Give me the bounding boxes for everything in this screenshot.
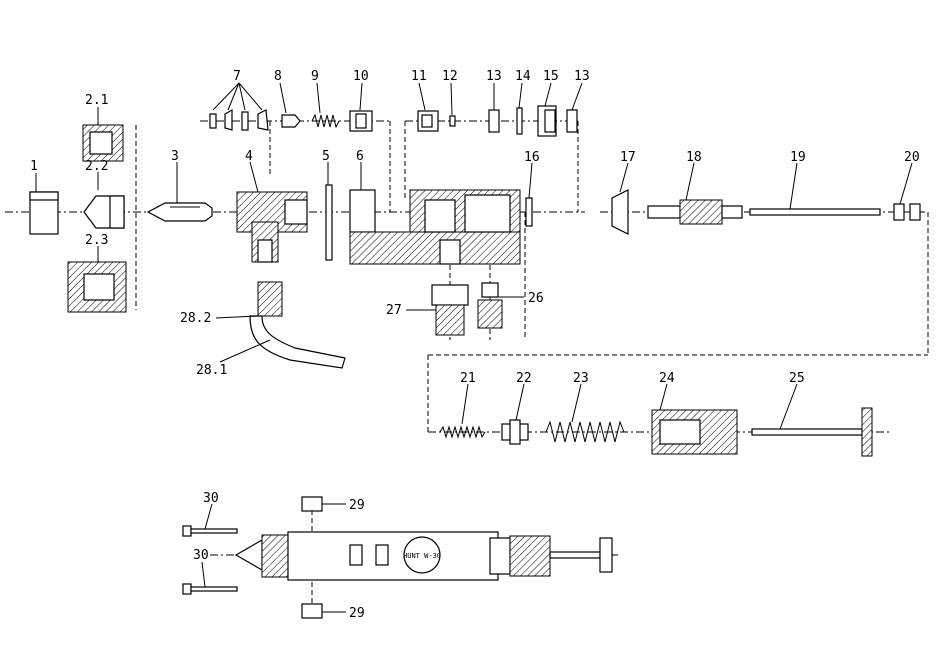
- label-2-3: 2.3: [85, 233, 108, 248]
- part-4-body: [237, 192, 307, 262]
- label-2-1: 2.1: [85, 93, 108, 108]
- label-9: 9: [311, 69, 319, 84]
- label-14: 14: [515, 69, 531, 84]
- label-29b: 29: [349, 606, 365, 621]
- label-17: 17: [620, 150, 636, 165]
- label-4: 4: [245, 149, 253, 164]
- label-3: 3: [171, 149, 179, 164]
- part-5-washer: [326, 185, 332, 260]
- part-3-needle: [148, 203, 212, 221]
- label-23: 23: [573, 371, 589, 386]
- part-12-ring: [450, 116, 455, 126]
- label-13a: 13: [486, 69, 502, 84]
- part-27-valve: [432, 285, 468, 335]
- label-7: 7: [233, 69, 241, 84]
- part-16-washer: [526, 198, 532, 226]
- label-30a: 30: [203, 491, 219, 506]
- label-13b: 13: [574, 69, 590, 84]
- part-13a-ring: [489, 110, 499, 132]
- label-18: 18: [686, 150, 702, 165]
- label-29a: 29: [349, 498, 365, 513]
- part-2-2-nozzle: [84, 196, 124, 228]
- label-26: 26: [528, 291, 544, 306]
- part-18-shaft: [648, 200, 742, 224]
- part-2-1-nozzle: [83, 125, 123, 161]
- part-10-fitting: [350, 111, 372, 131]
- label-25: 25: [789, 371, 805, 386]
- label-11: 11: [411, 69, 427, 84]
- part-28-hose: [250, 282, 345, 368]
- tool-engraving: HUNT W-30: [403, 552, 441, 560]
- part-15-cap: [538, 106, 556, 136]
- label-12: 12: [442, 69, 458, 84]
- part-13b-ring: [567, 110, 577, 132]
- label-2-2: 2.2: [85, 159, 108, 174]
- label-28-2: 28.2: [180, 311, 211, 326]
- label-6: 6: [356, 149, 364, 164]
- part-6-main-body: [350, 190, 520, 264]
- part-1-cap: [30, 192, 58, 234]
- part-7-seals: [210, 110, 268, 130]
- part-30-bolts: [183, 526, 237, 594]
- part-25-rod: [752, 408, 872, 456]
- assembled-tool: HUNT W-30: [236, 532, 612, 580]
- label-28-1: 28.1: [196, 363, 227, 378]
- part-11-fitting: [418, 111, 438, 131]
- part-22-plunger: [502, 420, 528, 444]
- label-5: 5: [322, 149, 330, 164]
- part-26-valve: [478, 283, 502, 328]
- label-21: 21: [460, 371, 476, 386]
- label-19: 19: [790, 150, 806, 165]
- part-2-3-nozzle: [68, 262, 126, 312]
- label-22: 22: [516, 371, 532, 386]
- part-24-housing: [652, 410, 737, 454]
- label-10: 10: [353, 69, 369, 84]
- part-9-spring: [312, 115, 339, 127]
- label-30b: 30: [193, 548, 209, 563]
- part-17-cone: [612, 190, 628, 234]
- part-14-washer: [517, 108, 522, 134]
- label-27: 27: [386, 303, 402, 318]
- label-8: 8: [274, 69, 282, 84]
- label-16: 16: [524, 150, 540, 165]
- part-19-rod: [750, 209, 880, 215]
- label-1: 1: [30, 159, 38, 174]
- label-20: 20: [904, 150, 920, 165]
- label-15: 15: [543, 69, 559, 84]
- part-8-pin: [282, 115, 300, 127]
- label-24: 24: [659, 371, 675, 386]
